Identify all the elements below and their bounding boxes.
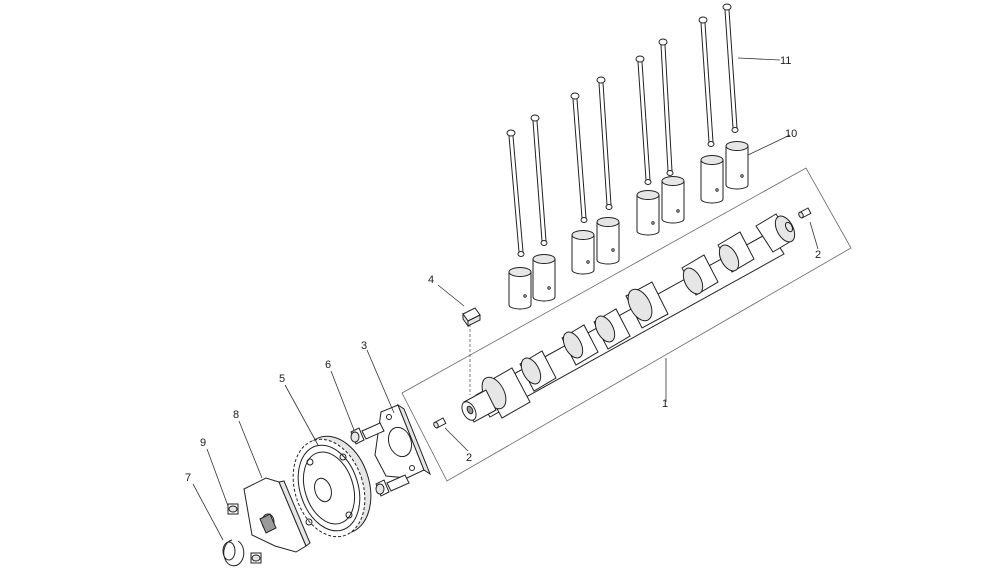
dowel-pin-rear xyxy=(798,207,812,219)
cam-lobe xyxy=(519,350,557,392)
callout-10: 10 xyxy=(785,128,797,140)
callout-4: 4 xyxy=(428,274,434,286)
push-rod xyxy=(658,38,674,176)
cam-lobe xyxy=(593,308,631,350)
callout-3: 3 xyxy=(361,340,367,352)
small-bolt-upper xyxy=(227,503,239,515)
drive-flange-plate xyxy=(243,477,311,553)
push-rod xyxy=(722,3,739,133)
small-bolt-lower xyxy=(250,552,262,564)
cam-lobe xyxy=(681,254,719,296)
cam-journal xyxy=(481,367,531,419)
push-rod xyxy=(530,114,548,246)
push-rods xyxy=(506,3,739,257)
callout-2-rear: 2 xyxy=(815,249,821,261)
thrust-plate xyxy=(374,403,432,479)
camshaft xyxy=(461,213,796,423)
cam-journal xyxy=(625,281,669,329)
camshaft-gear xyxy=(292,435,372,538)
tappets xyxy=(508,141,749,310)
bolt-lower xyxy=(375,474,410,497)
push-rod xyxy=(698,16,715,147)
tappet xyxy=(571,230,595,275)
cam-lobe xyxy=(717,231,755,273)
camshaft-assembly-frame xyxy=(401,167,852,482)
bolt-upper xyxy=(350,422,385,445)
push-rod xyxy=(596,76,613,210)
dowel-pin-front xyxy=(433,417,447,429)
push-rod xyxy=(635,55,652,185)
callout-8: 8 xyxy=(233,409,239,421)
callout-labels: 1 2 2 3 4 5 6 7 8 9 10 11 xyxy=(185,55,821,484)
woodruff-key xyxy=(462,307,481,395)
leader-lines xyxy=(192,57,819,541)
callout-9: 9 xyxy=(200,437,206,449)
callout-5: 5 xyxy=(279,373,285,385)
tappet xyxy=(661,176,685,224)
tappet xyxy=(725,141,749,190)
tappet xyxy=(508,267,532,310)
tappet xyxy=(596,217,620,265)
cam-lobe xyxy=(561,324,599,366)
callout-1: 1 xyxy=(662,398,668,410)
callout-11: 11 xyxy=(780,55,791,67)
tappet xyxy=(636,190,660,236)
callout-2-front: 2 xyxy=(466,452,472,464)
push-rod xyxy=(506,129,525,257)
callout-7: 7 xyxy=(185,472,191,484)
push-rod xyxy=(570,92,588,223)
circlip xyxy=(222,539,245,567)
tappet xyxy=(700,155,724,204)
tappet xyxy=(532,254,556,302)
callout-6: 6 xyxy=(325,359,331,371)
